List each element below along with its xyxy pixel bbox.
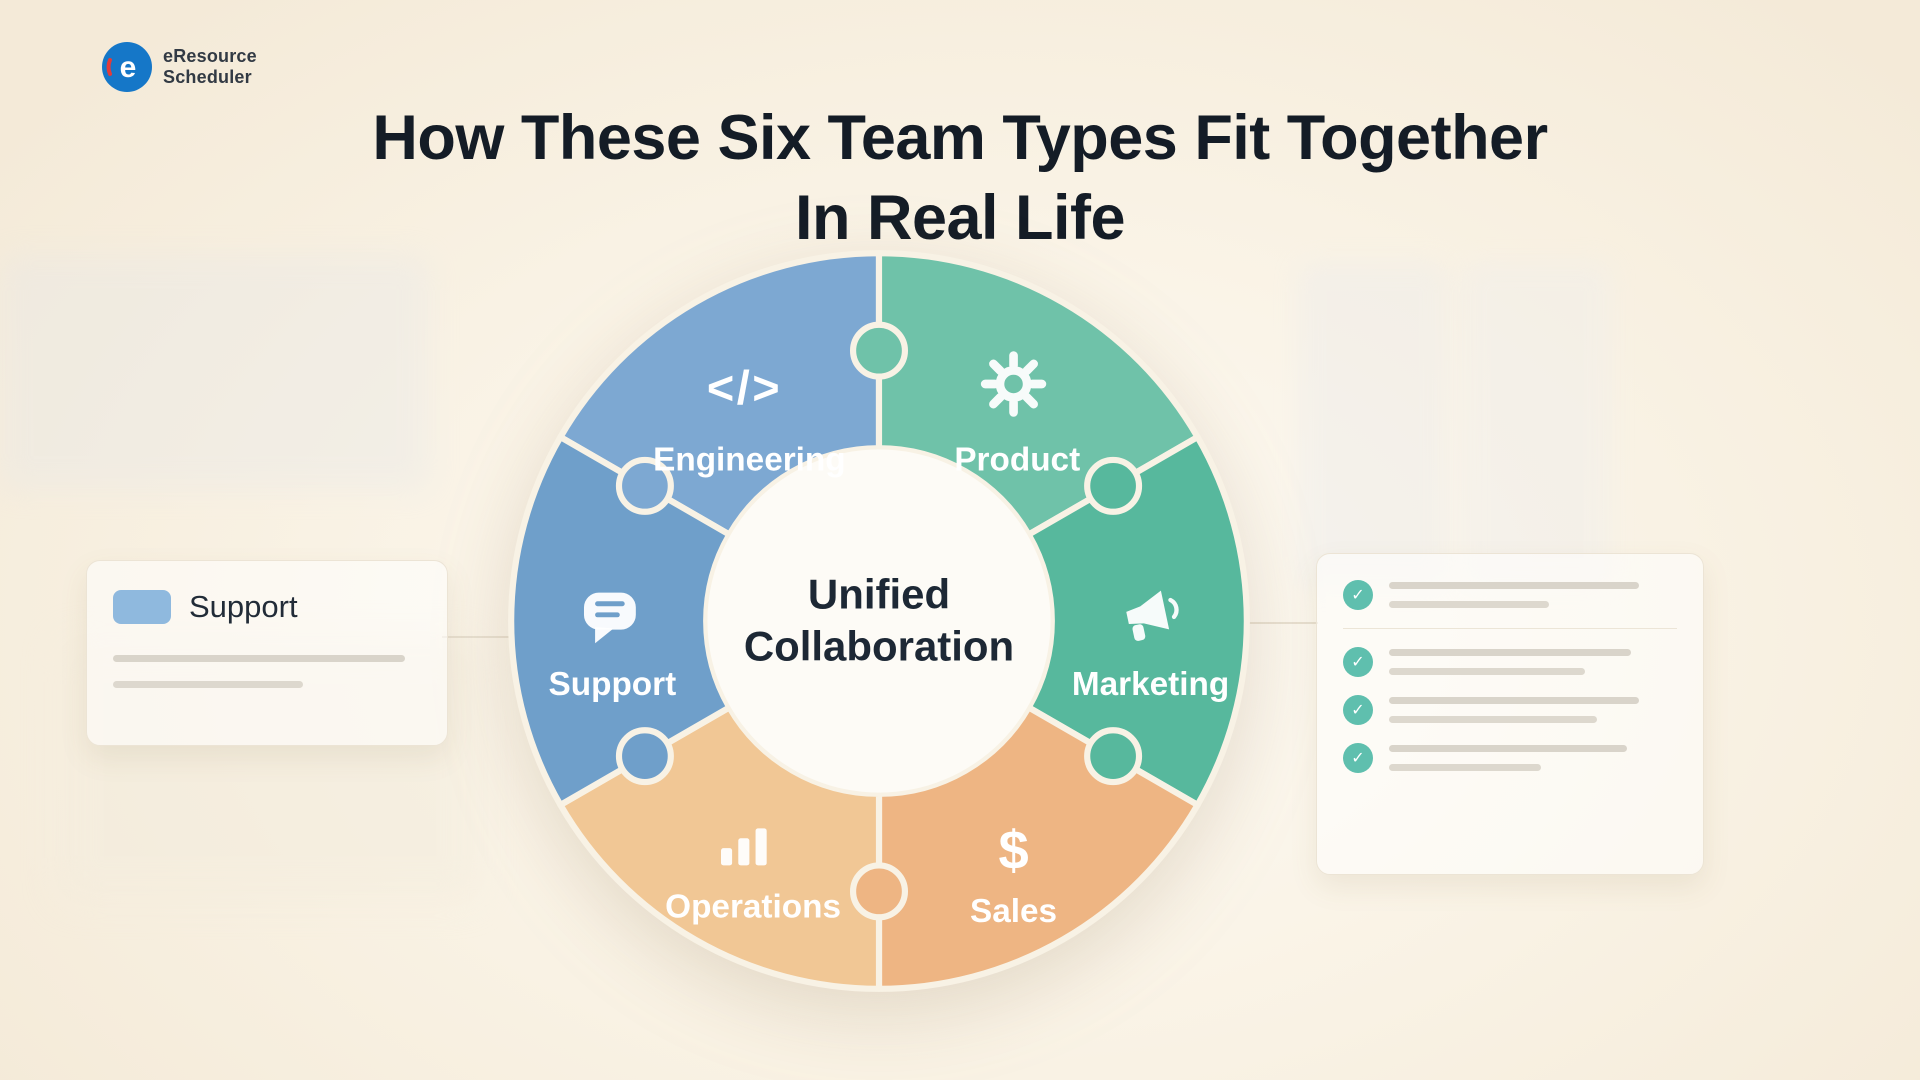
dollar-icon: $ — [998, 820, 1028, 881]
placeholder-line — [1389, 697, 1639, 704]
check-icon: ✓ — [1343, 647, 1373, 677]
check-glyph: ✓ — [1351, 654, 1365, 671]
brand-line1: eResource — [163, 46, 257, 67]
segment-label-product: Product — [954, 441, 1080, 478]
placeholder-line — [1389, 601, 1549, 608]
center-title-line2: Collaboration — [744, 623, 1014, 670]
checklist-card: ✓ ✓ ✓ ✓ — [1316, 553, 1704, 875]
placeholder-line — [1389, 582, 1639, 589]
segment-label-engineering: Engineering — [653, 441, 846, 478]
placeholder-line — [113, 681, 303, 688]
support-callout-label: Support — [189, 589, 298, 624]
placeholder-line — [1389, 649, 1631, 656]
puzzle-tab — [849, 321, 909, 380]
bar-chart-icon — [721, 828, 767, 866]
segment-label-marketing: Marketing — [1072, 666, 1229, 703]
check-glyph: ✓ — [1351, 587, 1365, 604]
chat-bubble-icon — [583, 592, 636, 644]
logo-mark: e — [102, 42, 152, 92]
logo: e eResource Scheduler — [102, 42, 257, 92]
center-title-line1: Unified — [808, 571, 950, 618]
checklist-row: ✓ — [1343, 695, 1677, 725]
segment-label-support: Support — [549, 666, 677, 703]
check-icon: ✓ — [1343, 743, 1373, 773]
code-icon: </> — [707, 362, 782, 414]
placeholder-line — [113, 655, 405, 662]
logo-circle — [102, 42, 152, 92]
puzzle-tab — [615, 727, 674, 786]
placeholder-line — [1389, 745, 1627, 752]
check-glyph: ✓ — [1351, 750, 1365, 767]
check-icon: ✓ — [1343, 695, 1373, 725]
check-glyph: ✓ — [1351, 702, 1365, 719]
background-blur-shape — [1462, 262, 1612, 587]
connector-line-right — [1238, 622, 1318, 624]
checklist-row: ✓ — [1343, 743, 1677, 773]
support-callout-card: Support — [86, 560, 448, 746]
connector-line-left — [442, 636, 518, 638]
megaphone-icon — [1126, 590, 1179, 641]
placeholder-line — [1389, 716, 1597, 723]
puzzle-tab — [849, 862, 909, 921]
placeholder-line — [1389, 668, 1585, 675]
logo-letter: e — [120, 51, 137, 84]
brand-name: eResource Scheduler — [163, 46, 257, 87]
support-color-swatch — [113, 590, 171, 624]
checklist-row: ✓ — [1343, 647, 1677, 677]
puzzle-tab — [1084, 727, 1143, 786]
center-circle — [707, 449, 1051, 793]
background-blur-shape — [1298, 262, 1448, 587]
brand-line2: Scheduler — [163, 67, 252, 87]
placeholder-line — [1389, 764, 1541, 771]
gear-icon — [980, 351, 1047, 417]
segment-label-sales: Sales — [970, 893, 1057, 930]
logo-red-accent — [106, 58, 112, 76]
background-blur-shape — [0, 255, 430, 490]
team-puzzle-diagram: Unified Collaboration </> Engineering Pr… — [484, 226, 1274, 1016]
puzzle-tab — [615, 456, 674, 515]
divider — [1343, 628, 1677, 629]
check-icon: ✓ — [1343, 580, 1373, 610]
page-title-line2: In Real Life — [794, 183, 1126, 253]
puzzle-ring-svg: Unified Collaboration </> Engineering Pr… — [508, 250, 1250, 992]
checklist-row: ✓ — [1343, 580, 1677, 610]
page-title: How These Six Team Types Fit Together In… — [0, 98, 1920, 258]
page-title-line1: How These Six Team Types Fit Together — [372, 103, 1548, 173]
puzzle-tab — [1084, 456, 1143, 515]
segment-label-operations: Operations — [665, 888, 841, 925]
